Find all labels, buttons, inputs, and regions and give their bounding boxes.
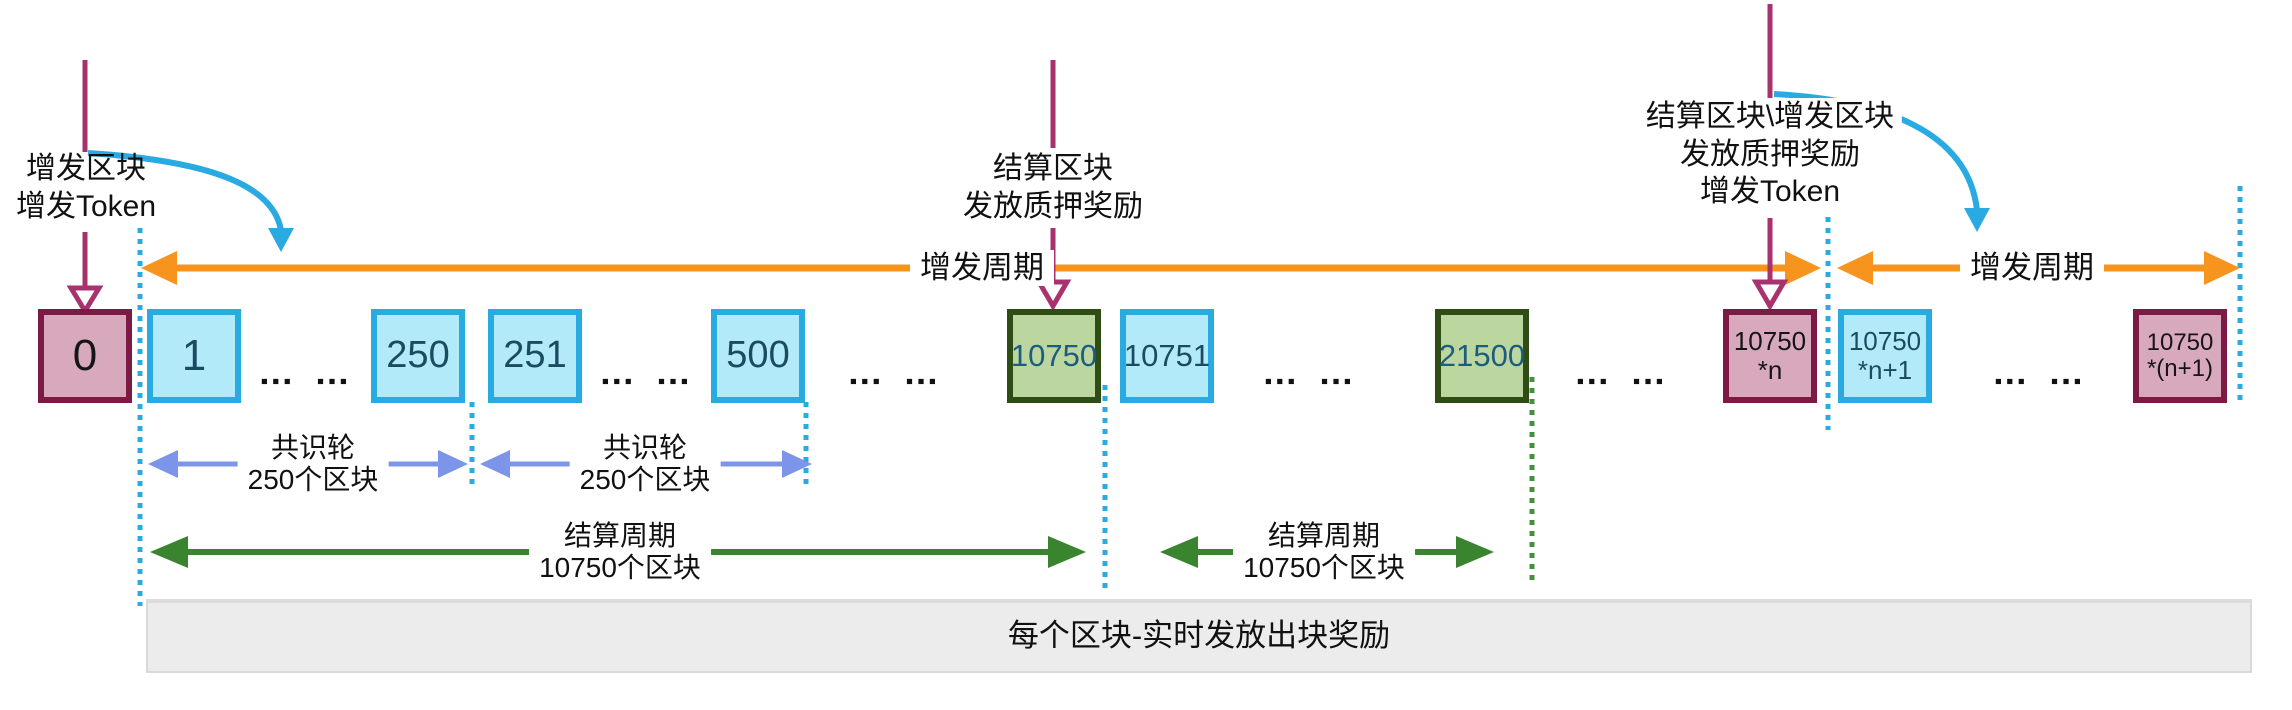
- block-10750xn: 10750 *n: [1723, 309, 1817, 403]
- block-0: 0: [38, 309, 132, 403]
- arrowhead-left: [150, 536, 188, 568]
- ellipsis-2: ▪▪▪ ▪▪▪: [601, 370, 693, 393]
- settlement-block-note: 结算区块 发放质押奖励: [963, 152, 1143, 223]
- arrowhead-right: [1048, 536, 1086, 568]
- block-250: 250: [371, 309, 465, 403]
- block-1: 1: [147, 309, 241, 403]
- arrowhead-left: [148, 450, 178, 478]
- arrowhead-right: [1456, 536, 1494, 568]
- arrowhead-left: [141, 251, 177, 285]
- genesis-note: 增发区块 增发Token: [15, 152, 157, 223]
- ellipsis-1: ▪▪▪ ▪▪▪: [260, 370, 352, 393]
- issuance-curve-arrow: [1773, 91, 1990, 232]
- arrowhead-down: [268, 228, 294, 252]
- arrowhead-down: [1751, 279, 1789, 311]
- block-10750: 10750: [1007, 309, 1101, 403]
- ellipsis-3: ▪▪▪ ▪▪▪: [849, 370, 941, 393]
- issuance-block-pointer: [1751, 4, 1789, 311]
- arrowhead-right: [438, 450, 468, 478]
- issuance-cycle-label-1: 增发周期: [910, 250, 1054, 286]
- genesis-curve-arrow: [87, 150, 294, 252]
- arrowhead-right: [2204, 251, 2240, 285]
- settlement-cycle-label-2: 结算周期 10750个区块: [1233, 520, 1415, 585]
- block-251: 251: [488, 309, 582, 403]
- block-500: 500: [711, 309, 805, 403]
- consensus-round-label-2: 共识轮 250个区块: [569, 432, 721, 497]
- issuance-cycle-label-2: 增发周期: [1960, 250, 2104, 286]
- ellipsis-5: ▪▪▪ ▪▪▪: [1576, 370, 1668, 393]
- arrowhead-left: [480, 450, 510, 478]
- block-10750xn-plus-1: 10750 *n+1: [1838, 309, 1932, 403]
- block-21500: 21500: [1435, 309, 1529, 403]
- block-10751: 10751: [1120, 309, 1214, 403]
- arrowhead-down: [66, 285, 104, 316]
- arrowhead-left: [1837, 251, 1873, 285]
- ellipsis-4: ▪▪▪ ▪▪▪: [1264, 370, 1356, 393]
- arrowhead-left: [1160, 536, 1198, 568]
- per-block-reward-bar: 每个区块-实时发放出块奖励: [146, 599, 2252, 673]
- settlement-issuance-block-note: 结算区块\增发区块 发放质押奖励 增发Token: [1637, 98, 1903, 211]
- arrowhead-right: [1785, 251, 1821, 285]
- arrowhead-right: [782, 450, 812, 478]
- genesis-pointer: [66, 60, 104, 316]
- block-10750x-n-plus-1: 10750 *(n+1): [2133, 309, 2227, 403]
- ellipsis-6: ▪▪▪ ▪▪▪: [1994, 370, 2086, 393]
- consensus-round-label-1: 共识轮 250个区块: [237, 432, 389, 497]
- settlement-cycle-label-1: 结算周期 10750个区块: [529, 520, 711, 585]
- cycle-boundary-dotted-lines: [137, 186, 2243, 606]
- arrowhead-down: [1964, 208, 1990, 232]
